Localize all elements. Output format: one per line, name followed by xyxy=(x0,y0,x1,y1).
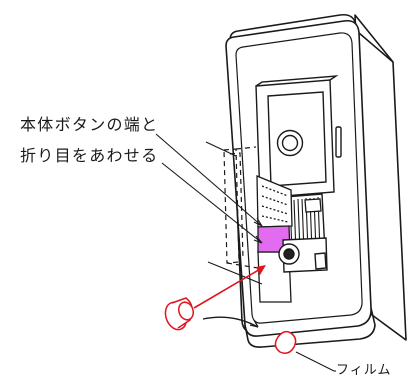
push-peg xyxy=(164,297,195,331)
instruction-line-2: 折り目をあわせる xyxy=(20,146,159,165)
film-dashed-outline xyxy=(223,146,259,269)
press-arrow xyxy=(193,265,266,309)
instruction-line-1: 本体ボタンの端と xyxy=(20,115,159,134)
leader-lines xyxy=(155,133,335,372)
camera-panel xyxy=(255,75,342,199)
camera-lens-inner xyxy=(281,134,299,152)
leader-ref-top xyxy=(205,141,237,157)
red-film-piece xyxy=(274,330,297,354)
call-button-center xyxy=(283,248,295,260)
motion-arrow xyxy=(202,316,259,328)
leader-ref-bottom xyxy=(207,261,263,285)
leader-to-fold xyxy=(161,162,263,244)
push-peg-tip xyxy=(177,301,195,321)
film-sheet xyxy=(256,175,293,303)
film-label: フィルム xyxy=(336,363,392,378)
leader-film-label xyxy=(295,351,335,372)
call-button xyxy=(278,237,328,273)
indicator-slot xyxy=(335,126,342,158)
leader-to-button xyxy=(155,133,263,227)
film-upper xyxy=(256,175,293,228)
